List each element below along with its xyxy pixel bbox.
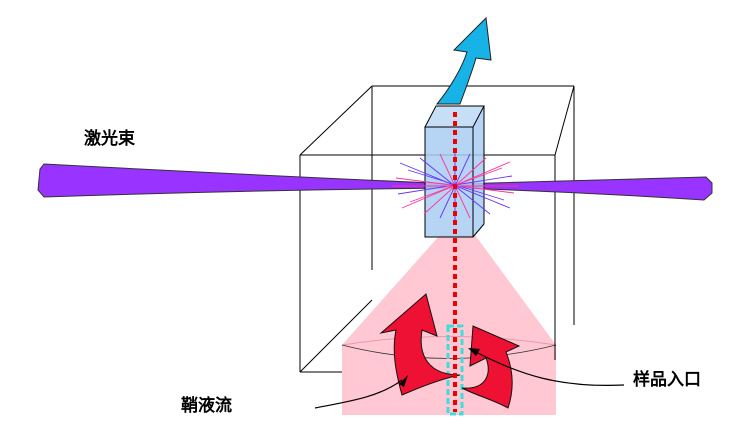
sheath-flow-leader-arrowhead — [399, 375, 408, 387]
laser-beam-label: 激光束 — [84, 129, 135, 149]
sheath-arrow-left — [379, 293, 461, 396]
sheath-arrow-right — [461, 325, 521, 409]
laser-beam — [37, 163, 713, 201]
sample-inlet-leader — [475, 351, 625, 387]
sheath-flow-leader — [314, 379, 403, 409]
sample-inlet-label: 样品入口 — [633, 370, 701, 390]
sheath-flow-label: 鞘液流 — [181, 396, 232, 416]
chamber-back-edges — [299, 85, 575, 325]
sample-inlet-leader-arrowhead — [468, 348, 480, 356]
sample-inlet-tube — [446, 324, 464, 416]
exit-arrow — [435, 16, 492, 105]
